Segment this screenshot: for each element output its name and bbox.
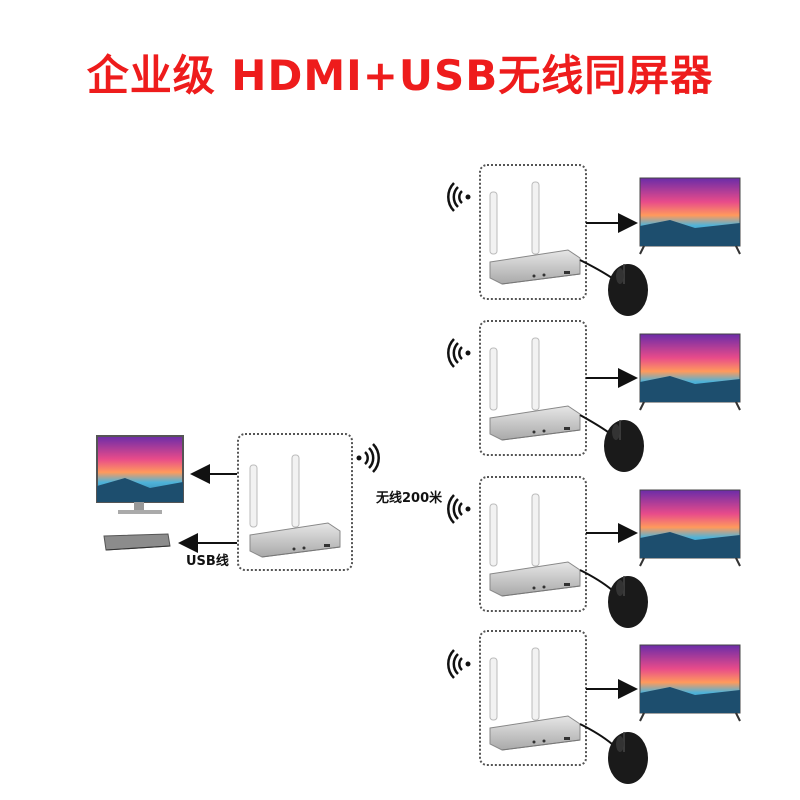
wireless-range-label: 无线200米 (376, 487, 442, 506)
mouse-cable (580, 570, 612, 590)
tv-screen-icon (640, 490, 740, 566)
tv-screen-icon (640, 645, 740, 721)
wifi-signal-icon (448, 495, 470, 523)
router-device-icon (490, 182, 580, 284)
tv-screen-icon (640, 178, 740, 254)
usb-cable-label: USB线 (186, 550, 229, 569)
router-device-icon (490, 648, 580, 750)
router-device-icon (250, 455, 340, 557)
mouse-cable (580, 415, 608, 432)
mouse-icon (608, 264, 648, 316)
router-device-icon (490, 494, 580, 596)
mouse-icon (608, 576, 648, 628)
dvd-player-icon (104, 534, 170, 550)
monitor-icon (97, 436, 183, 514)
wifi-signal-icon (448, 650, 470, 678)
mouse-cable (580, 724, 612, 744)
wifi-signal-icon (357, 444, 379, 472)
wifi-signal-icon (448, 339, 470, 367)
mouse-icon (608, 732, 648, 784)
router-device-icon (490, 338, 580, 440)
mouse-icon (604, 420, 644, 472)
wifi-signal-icon (448, 183, 470, 211)
mouse-cable (580, 260, 612, 278)
tv-screen-icon (640, 334, 740, 410)
